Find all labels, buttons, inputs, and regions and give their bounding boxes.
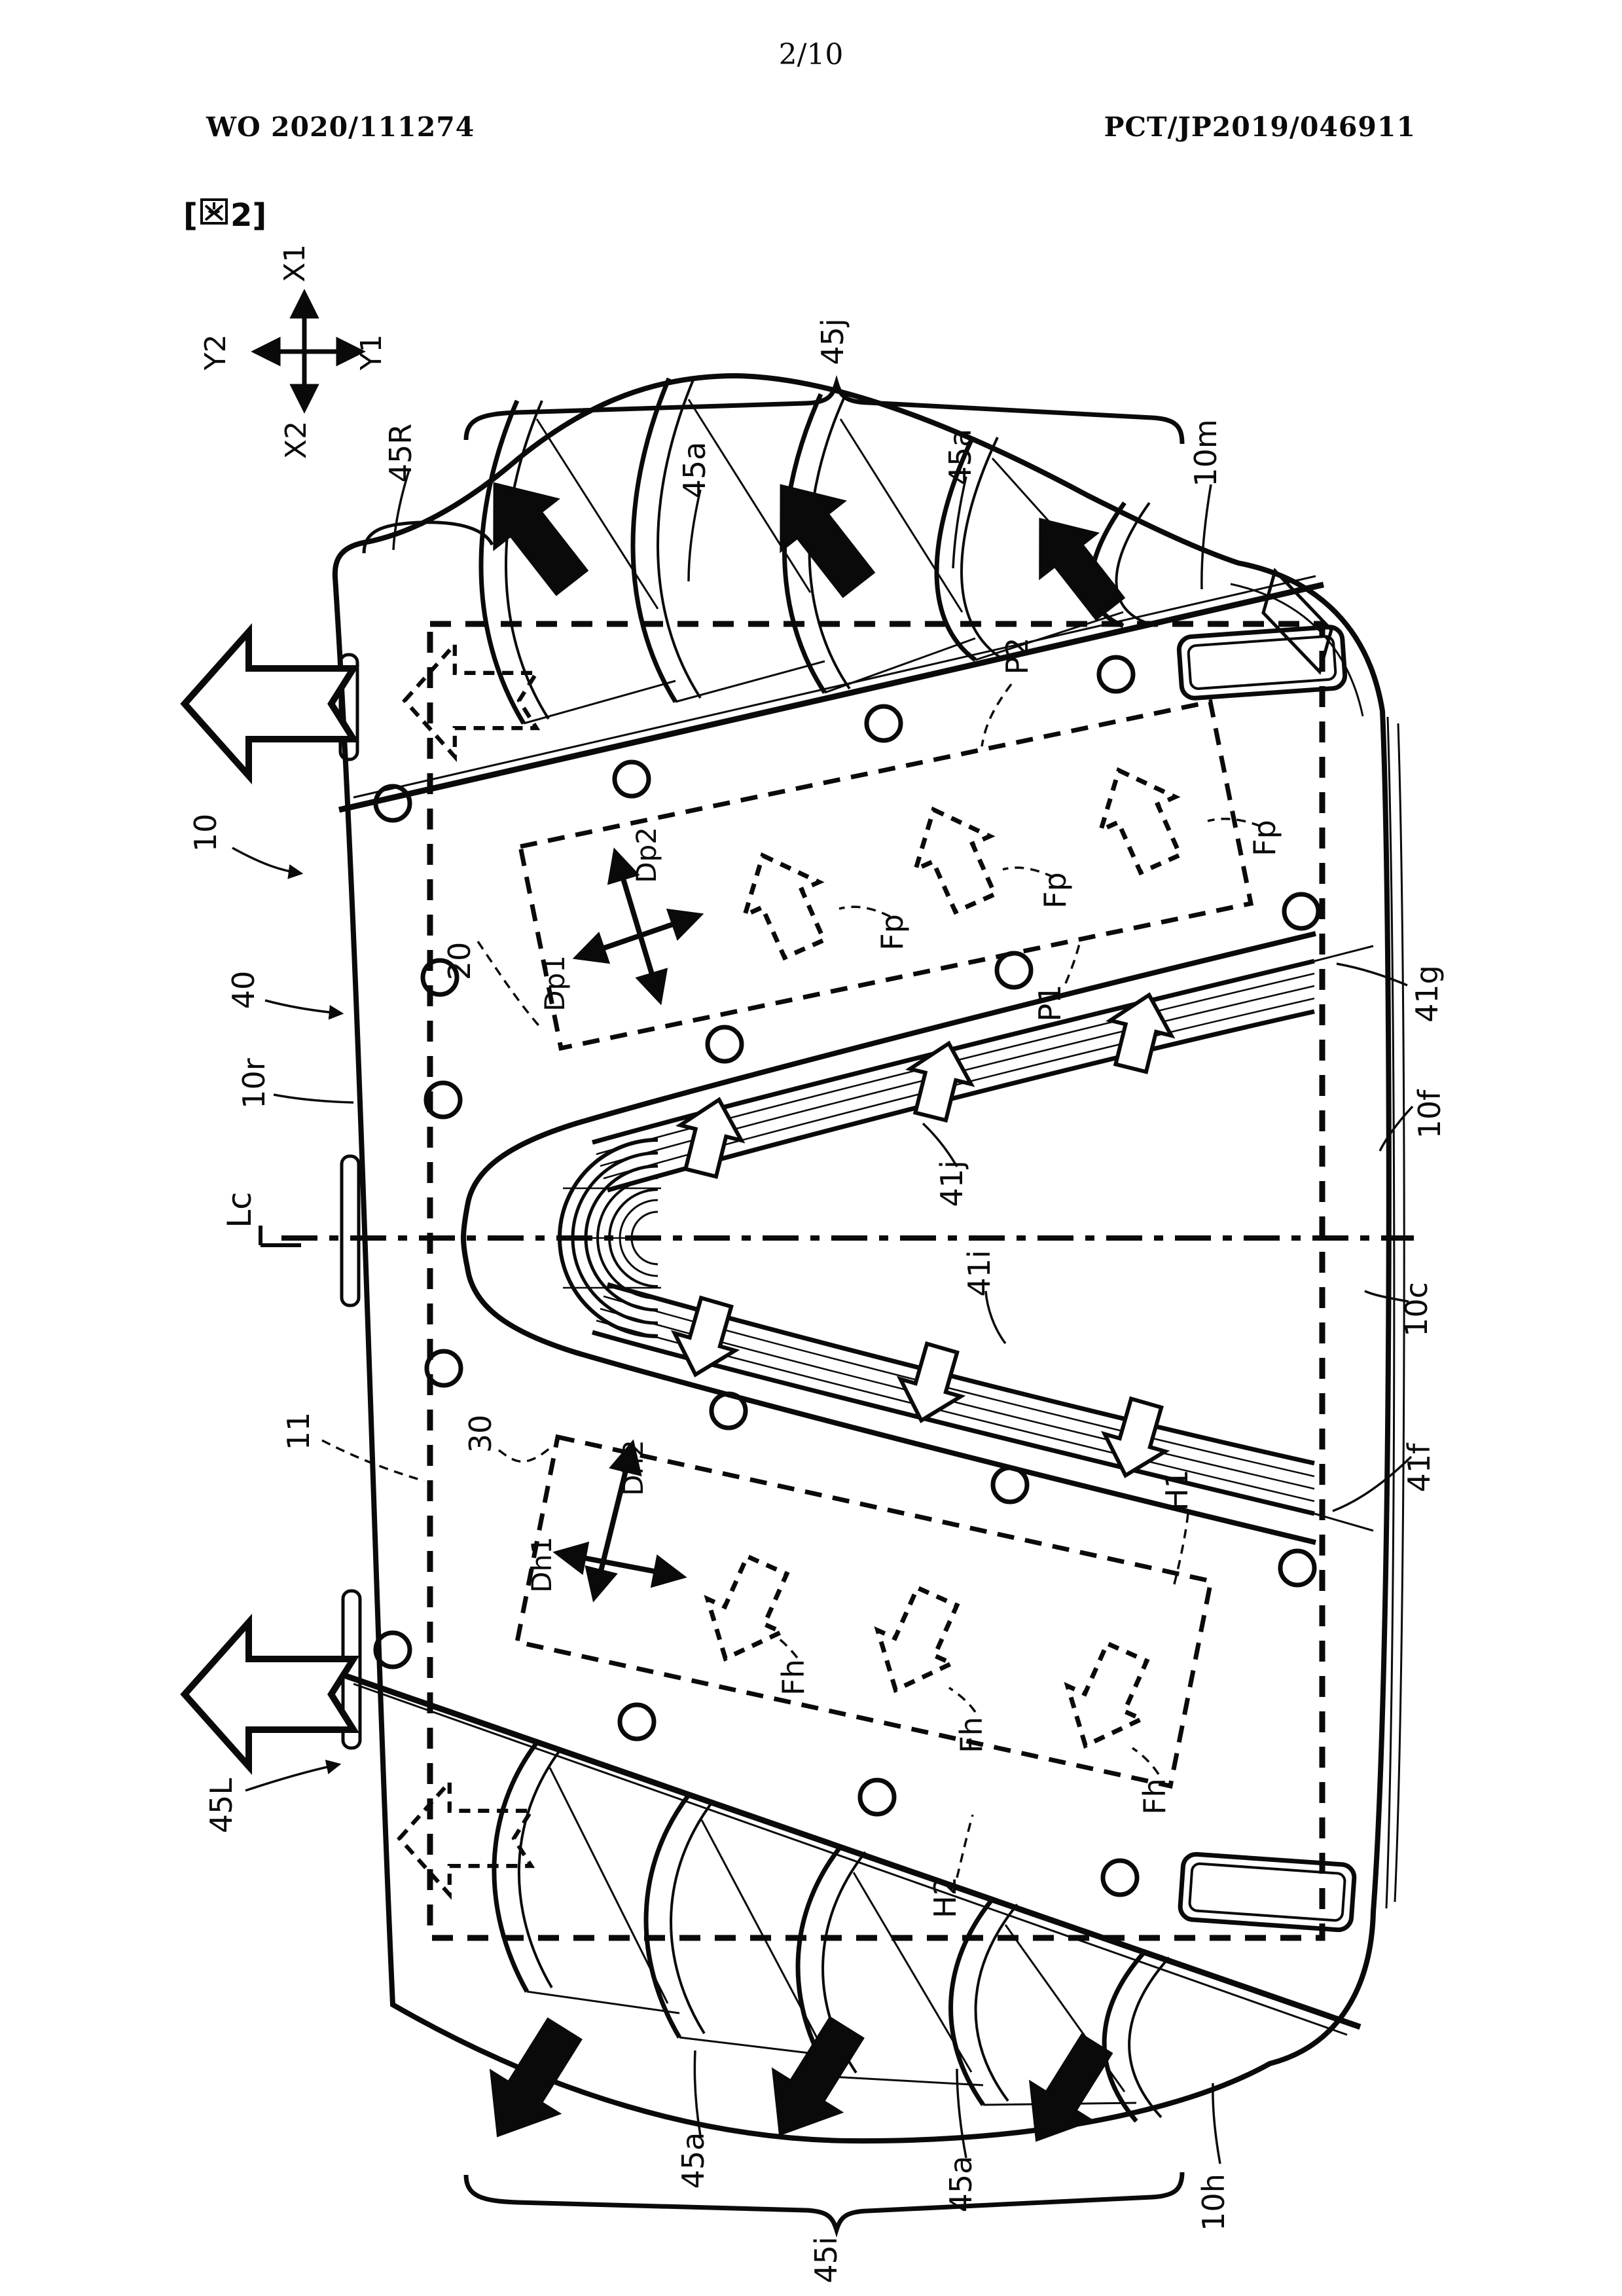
fh-arrow-2 (859, 1580, 975, 1707)
dashed-leader-lines (322, 684, 1261, 1878)
ref-label-lc: Lc (221, 1192, 259, 1228)
ref-label-45L: 45L (204, 1778, 239, 1834)
axis-label-y2: Y2 (199, 335, 232, 371)
fh-arrow-3 (1049, 1636, 1164, 1762)
ref-label-20: 20 (442, 942, 477, 981)
ref-label-30: 30 (463, 1415, 498, 1453)
black-arrow-bottom-1 (461, 2006, 601, 2160)
ref-label-fh-1: Fh (776, 1659, 811, 1696)
dashed-left-arrow-top (405, 644, 536, 757)
brace-45i (466, 2172, 1182, 2230)
edge-arrows-white (185, 632, 353, 1766)
ref-label-41i: 41i (962, 1250, 997, 1296)
groove-arrow-up-3 (1100, 987, 1180, 1076)
ref-label-41g: 41g (1409, 965, 1445, 1023)
pressure-zones (517, 702, 1251, 1786)
ref-label-10: 10 (188, 814, 223, 852)
fh-arrow-1 (689, 1549, 804, 1675)
black-arrow-top-2 (746, 458, 892, 611)
axes-indicator (255, 293, 361, 409)
ref-label-10r: 10r (236, 1058, 272, 1109)
ref-label-p2: P2 (1000, 637, 1035, 674)
dashed-left-arrow-bottom (399, 1782, 531, 1895)
ref-label-41j: 41j (934, 1160, 969, 1207)
ref-label-p1: P1 (1032, 984, 1068, 1021)
ref-label-11: 11 (281, 1412, 316, 1451)
ref-label-45a-top-1: 45a (677, 442, 712, 499)
ref-label-45R: 45R (383, 424, 418, 483)
ref-label-45a-top-2: 45a (943, 429, 978, 486)
ref-label-dp2: Dp2 (630, 827, 662, 883)
stud-slot-bottom (1180, 1853, 1355, 1931)
lateral-arrow-top-left (185, 632, 353, 776)
ref-label-10c: 10c (1399, 1282, 1434, 1337)
ref-label-dh2: Dh2 (617, 1440, 649, 1496)
ref-label-45a-bottom-2: 45a (943, 2156, 979, 2213)
ref-label-45i: 45i (808, 2236, 844, 2283)
ref-label-41f: 41f (1401, 1442, 1437, 1493)
plate-boundary-lines (339, 576, 1360, 2035)
ref-label-fp-3: Fp (1247, 820, 1282, 856)
ref-label-10h: 10h (1196, 2174, 1231, 2231)
ref-label-45j: 45j (815, 318, 850, 365)
ref-label-h2: H2 (928, 1876, 963, 1918)
lateral-arrow-bottom-left (185, 1622, 353, 1766)
ref-label-45a-bottom-1: 45a (676, 2132, 711, 2189)
fp-arrow-3 (1082, 754, 1198, 881)
axis-label-y1: Y1 (355, 335, 388, 371)
leader-lines (232, 470, 1413, 2164)
axis-label-x1: X1 (278, 244, 312, 282)
ref-label-fh-3: Fh (1137, 1778, 1172, 1815)
ref-label-40: 40 (226, 971, 261, 1010)
ref-label-fh-2: Fh (954, 1717, 989, 1753)
ref-label-h1: H1 (1159, 1469, 1195, 1511)
fp-arrow-2 (897, 793, 1013, 920)
ref-label-dh1: Dh1 (526, 1537, 558, 1593)
outsole-dashed-region (430, 624, 1322, 1938)
black-arrow-bottom-3 (1003, 2023, 1130, 2162)
ref-label-10m: 10m (1188, 419, 1223, 486)
centerline-lc (261, 1226, 1414, 1245)
ref-label-10f: 10f (1412, 1089, 1447, 1139)
ref-label-fp-2: Fp (1037, 872, 1073, 909)
axis-label-x2: X2 (279, 421, 313, 459)
force-arrows (689, 754, 1198, 1762)
fp-arrow-1 (726, 839, 842, 966)
ref-label-fp-1: Fp (874, 914, 910, 951)
brace-45j (466, 383, 1182, 444)
ref-label-dp1: Dp1 (539, 955, 571, 1011)
